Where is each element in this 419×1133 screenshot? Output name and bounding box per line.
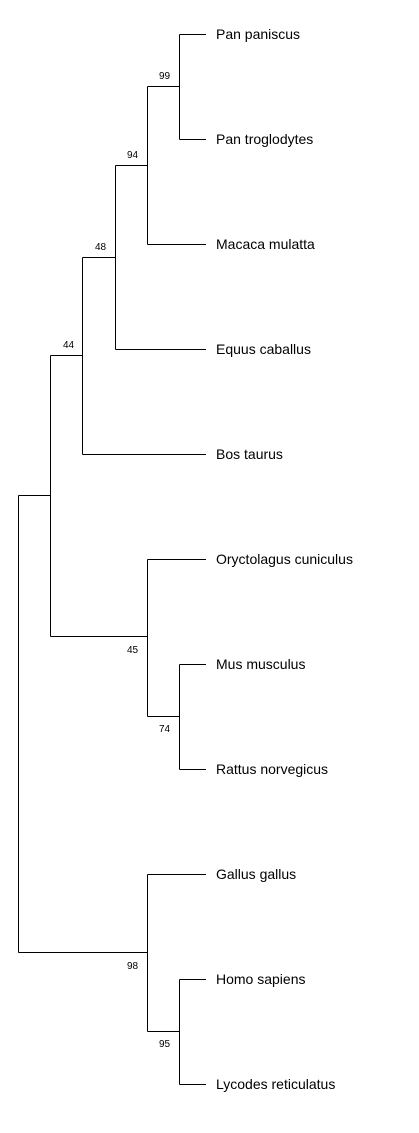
support-label-primate-clade: 94 — [127, 150, 139, 161]
taxon-labels: Pan paniscus Pan troglodytes Macaca mula… — [216, 26, 353, 1092]
taxon-label-equus-caballus: Equus caballus — [216, 341, 311, 357]
support-label-ungulate-primate-clade: 44 — [63, 340, 75, 351]
support-label-homo-lycodes-clade: 95 — [159, 1039, 171, 1050]
taxon-label-rattus-norvegicus: Rattus norvegicus — [216, 761, 328, 777]
taxon-label-pan-troglodytes: Pan troglodytes — [216, 131, 313, 147]
tree-branches — [18, 34, 206, 1085]
taxon-label-macaca-mulatta: Macaca mulatta — [216, 236, 315, 252]
support-label-pan-clade: 99 — [159, 71, 171, 82]
support-label-gallus-homo-lycodes-clade: 98 — [127, 961, 139, 972]
taxon-label-pan-paniscus: Pan paniscus — [216, 26, 300, 42]
taxon-label-bos-taurus: Bos taurus — [216, 446, 283, 462]
support-label-glires-clade: 45 — [127, 645, 139, 656]
taxon-label-gallus-gallus: Gallus gallus — [216, 866, 296, 882]
taxon-label-oryctolagus-cuniculus: Oryctolagus cuniculus — [216, 551, 353, 567]
support-labels: 99 94 48 44 45 74 98 95 — [63, 71, 171, 1050]
taxon-label-mus-musculus: Mus musculus — [216, 656, 305, 672]
support-label-murid-clade: 74 — [159, 724, 171, 735]
taxon-label-homo-sapiens: Homo sapiens — [216, 971, 306, 987]
support-label-primate-equus-clade: 48 — [95, 242, 107, 253]
taxon-label-lycodes-reticulatus: Lycodes reticulatus — [216, 1076, 335, 1092]
